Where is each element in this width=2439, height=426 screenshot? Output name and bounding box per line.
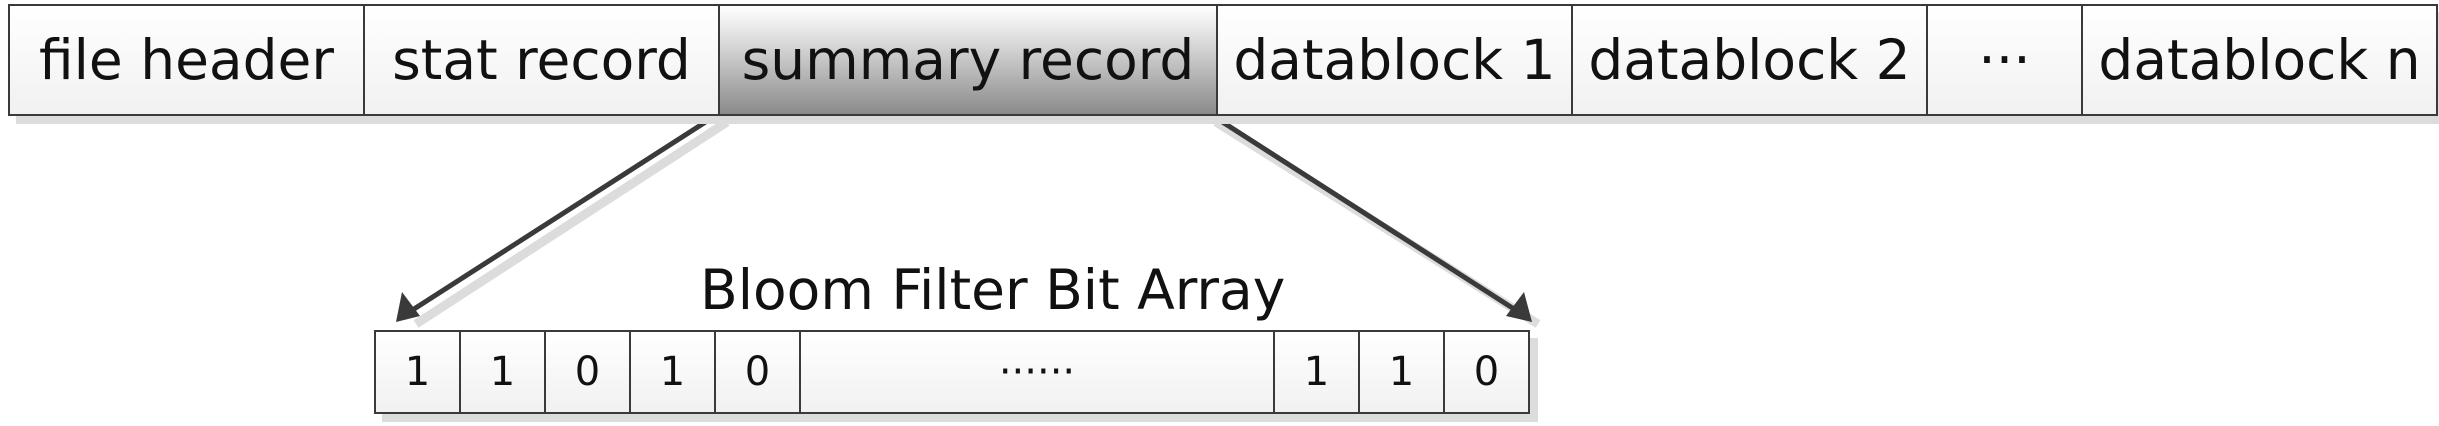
segment-file-header: file header <box>8 4 365 116</box>
segment-datablock-n: datablock n <box>2081 4 2438 116</box>
segment-datablock-2: datablock 2 <box>1571 4 1928 116</box>
bit-value: 1 <box>1303 349 1330 395</box>
segment-summary-record: summary record <box>718 4 1218 116</box>
bit-value: ······ <box>998 349 1076 395</box>
bit-cell: 1 <box>1273 330 1360 414</box>
bit-cell: 1 <box>1358 330 1445 414</box>
right-arrow <box>1208 111 1530 321</box>
left-arrow <box>398 111 720 321</box>
bit-value: 0 <box>1473 349 1500 395</box>
segment-label: stat record <box>392 28 691 92</box>
left-arrowhead <box>396 292 420 322</box>
segment-datablock-1: datablock 1 <box>1216 4 1573 116</box>
segment-label: file header <box>38 28 334 92</box>
bit-cell: 0 <box>544 330 631 414</box>
bloom-filter-bit-array: 1 1 0 1 0 ······ 1 1 0 <box>374 330 1530 414</box>
bit-value: 1 <box>1388 349 1415 395</box>
segment-label: datablock 1 <box>1233 28 1556 92</box>
bit-value: 0 <box>574 349 601 395</box>
bit-cell: 1 <box>629 330 716 414</box>
right-arrowhead <box>1506 292 1532 322</box>
bit-value: 1 <box>404 349 431 395</box>
bit-value: 0 <box>744 349 771 395</box>
file-layout-row: file header stat record summary record d… <box>8 4 2438 116</box>
segment-ellipsis: ··· <box>1926 4 2083 116</box>
bit-cell-ellipsis: ······ <box>799 330 1275 414</box>
segment-stat-record: stat record <box>363 4 720 116</box>
bit-cell: 1 <box>459 330 546 414</box>
segment-label: summary record <box>741 28 1195 92</box>
bit-cell: 1 <box>374 330 461 414</box>
segment-label: ··· <box>1978 28 2031 92</box>
bit-cell: 0 <box>714 330 801 414</box>
bit-value: 1 <box>489 349 516 395</box>
segment-label: datablock 2 <box>1588 28 1911 92</box>
segment-label: datablock n <box>2098 28 2421 92</box>
bit-value: 1 <box>659 349 686 395</box>
bit-cell: 0 <box>1443 330 1530 414</box>
bloom-filter-title: Bloom Filter Bit Array <box>700 258 1286 322</box>
left-arrow-shadow <box>413 118 730 328</box>
